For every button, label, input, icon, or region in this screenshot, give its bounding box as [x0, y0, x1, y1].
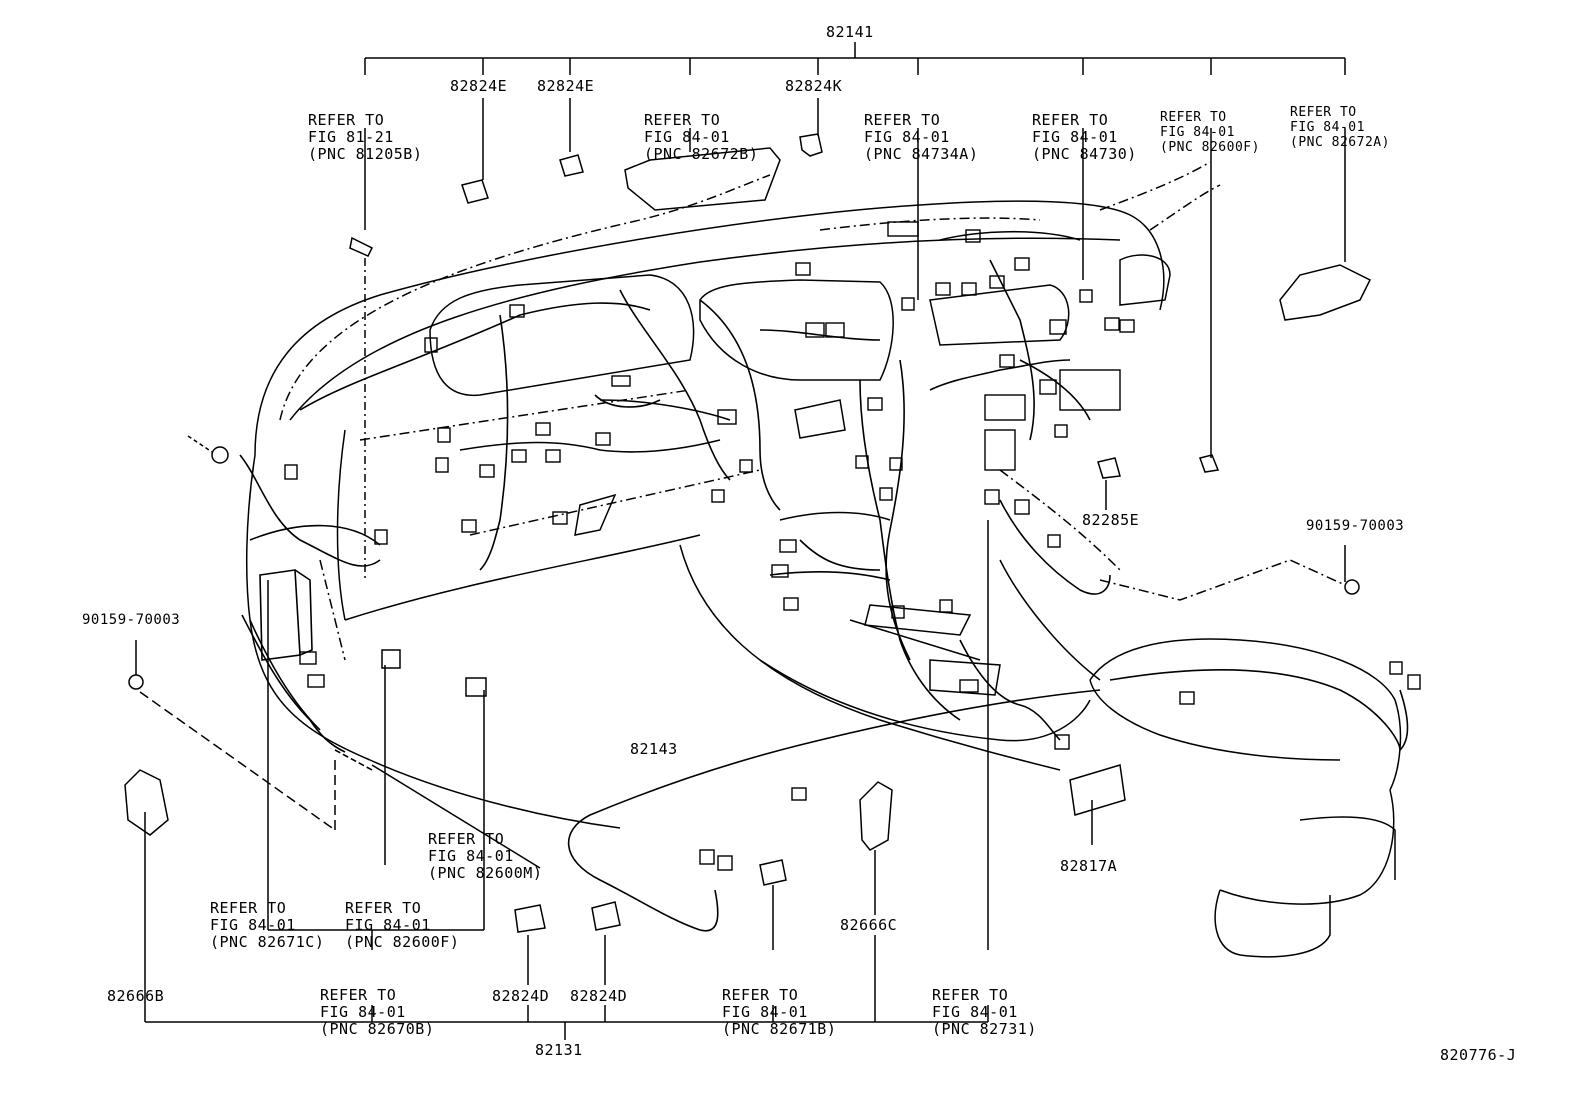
part-82824E-a — [461, 179, 489, 204]
lower-leaders — [135, 480, 1346, 1040]
part-82817A — [1069, 764, 1126, 816]
part-bolt-left — [128, 674, 144, 690]
loose-parts — [124, 133, 1372, 933]
connectors — [284, 221, 1421, 871]
part-82666C — [859, 781, 893, 851]
label-82143: 82143 — [630, 740, 678, 758]
dashboard-outline — [245, 200, 1402, 958]
part-82600F-bot — [381, 649, 401, 669]
label-82817A: 82817A — [1060, 857, 1118, 875]
label-82824D-1: 82824D — [492, 987, 550, 1005]
label-90159-70003-right: 90159-70003 — [1306, 518, 1405, 534]
part-82824K — [799, 133, 823, 157]
label-82285E: 82285E — [1082, 511, 1140, 529]
part-82600F-top — [1199, 454, 1220, 473]
part-82285E — [1097, 457, 1121, 479]
label-82141: 82141 — [826, 23, 874, 41]
part-82600M — [465, 677, 487, 697]
drawing-number: 820776-J — [1440, 1046, 1517, 1064]
part-82672A — [1279, 264, 1372, 321]
part-82824D-a — [514, 904, 546, 933]
part-82671B — [759, 859, 787, 886]
label-82131: 82131 — [535, 1041, 583, 1059]
harness-routes — [279, 161, 1346, 661]
label-82824E-2: 82824E — [537, 77, 595, 95]
part-81205B — [349, 236, 374, 257]
part-82824D-b — [591, 901, 621, 931]
label-82824K: 82824K — [785, 77, 843, 95]
label-82824D-2: 82824D — [570, 987, 628, 1005]
label-90159-70003-left: 90159-70003 — [82, 612, 181, 628]
part-82672B — [624, 147, 781, 211]
part-82666B — [124, 769, 169, 836]
label-82824E-1: 82824E — [450, 77, 508, 95]
part-grommet — [211, 446, 229, 464]
top-bracket — [364, 42, 1346, 75]
part-bolt-right — [1344, 579, 1360, 595]
label-82666C: 82666C — [840, 916, 898, 934]
label-82666B: 82666B — [107, 987, 165, 1005]
part-82824E-b — [559, 154, 584, 177]
junction-block-left — [241, 569, 373, 771]
wire-harness — [239, 230, 1409, 932]
